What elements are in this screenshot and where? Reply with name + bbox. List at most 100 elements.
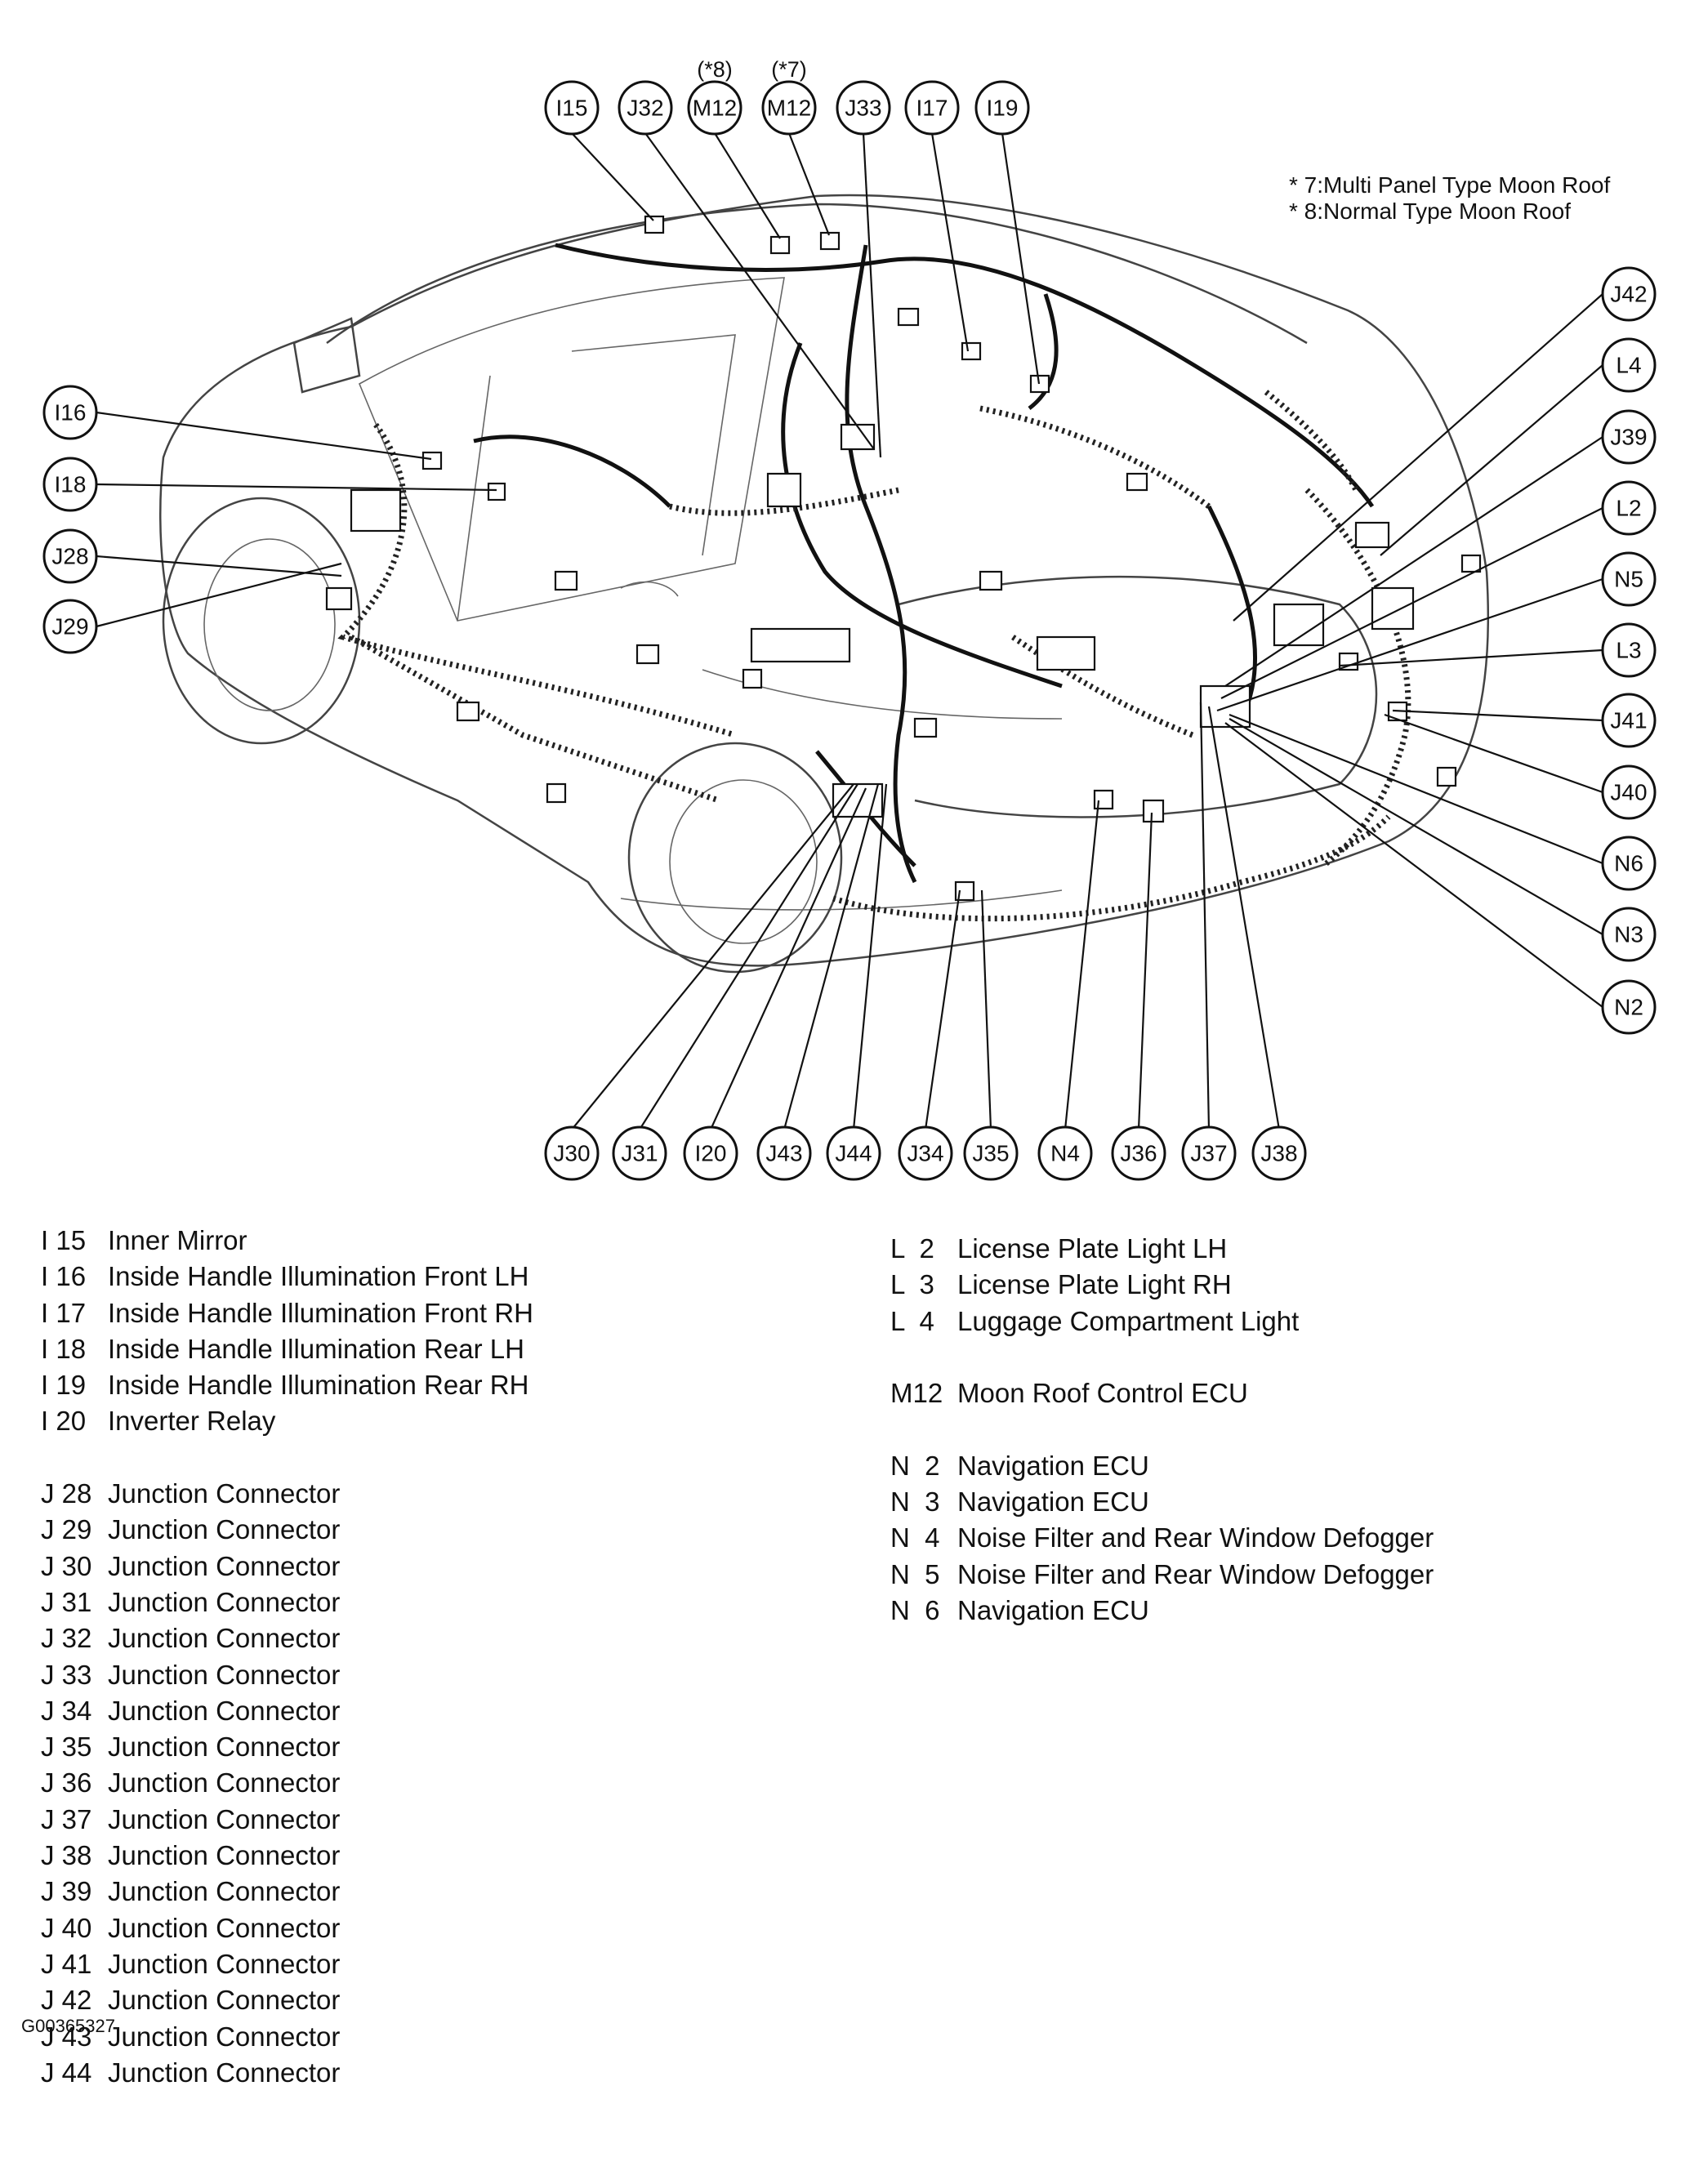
legend-item: I 15 Inner Mirror [41, 1223, 533, 1259]
callout-j32: J32 [618, 80, 673, 136]
connector [819, 231, 841, 251]
legend-name: Junction Connector [108, 1840, 341, 1871]
connector [1354, 521, 1390, 549]
legend-code: J 41 [41, 1948, 92, 1979]
callout-text: J42 [1610, 282, 1647, 307]
legend-code: J 34 [41, 1695, 92, 1726]
connector [554, 570, 578, 591]
connector [961, 341, 982, 361]
legend-name: Junction Connector [108, 1985, 341, 2016]
legend-name: Noise Filter and Rear Window Defogger [957, 1522, 1434, 1553]
legend-code: I 17 [41, 1297, 87, 1328]
legend-code: J 43 [41, 2021, 92, 2052]
connector [766, 472, 802, 508]
callout-text: M12 [693, 96, 737, 121]
callout-j29: J29 [42, 599, 98, 654]
legend-code: N 3 [890, 1486, 940, 1518]
callout-j37: J37 [1181, 1125, 1237, 1181]
callout-j43: J43 [756, 1125, 812, 1181]
callout-j40: J40 [1601, 764, 1657, 820]
callout-j36: J36 [1111, 1125, 1166, 1181]
callout-circle [42, 599, 98, 654]
callout-circle [1601, 979, 1657, 1035]
callout-i19: I19 [974, 80, 1030, 136]
legend-gap [890, 1339, 1434, 1375]
legend-code: L 4 [890, 1305, 934, 1336]
legend-code: L 2 [890, 1233, 934, 1264]
legend-item: I 17 Inside Handle Illumination Front RH [41, 1295, 533, 1331]
callout-circle [1601, 836, 1657, 891]
legend-code: J 33 [41, 1659, 92, 1690]
callout-circle [544, 1125, 600, 1181]
connector [635, 644, 660, 665]
callout-j42: J42 [1601, 266, 1657, 322]
callout-text: J40 [1610, 780, 1647, 805]
connector [954, 880, 975, 902]
callout-j31: J31 [612, 1125, 667, 1181]
callout-j39: J39 [1601, 409, 1657, 465]
callout-circle [963, 1125, 1019, 1181]
legend-name: Junction Connector [108, 2021, 341, 2052]
connector [897, 307, 920, 327]
callout-text: J32 [627, 96, 663, 121]
callout-circle [1601, 693, 1657, 748]
callout-j34: J34 [898, 1125, 953, 1181]
legend-name: Junction Connector [108, 2057, 341, 2088]
callout-circle [836, 80, 891, 136]
callout-circle [904, 80, 960, 136]
callout-text: J29 [51, 614, 88, 640]
callout-text: I19 [987, 96, 1019, 121]
legend-name: Junction Connector [108, 1550, 341, 1581]
callout-circle [683, 1125, 738, 1181]
legend-name: Junction Connector [108, 1659, 341, 1690]
callout-text: N5 [1614, 567, 1643, 592]
callout-n4: N4 [1037, 1125, 1093, 1181]
callout-text: I20 [695, 1141, 727, 1166]
legend-code: J 29 [41, 1514, 92, 1545]
connector [913, 717, 938, 738]
callout-i20: I20 [683, 1125, 738, 1181]
connector [1126, 472, 1148, 492]
legend-code: I 20 [41, 1406, 87, 1437]
callout-circle [1251, 1125, 1307, 1181]
legend-code: N 5 [890, 1558, 940, 1589]
callout-j41: J41 [1601, 693, 1657, 748]
connector [742, 668, 763, 689]
legend-name: Inside Handle Illumination Rear RH [108, 1370, 529, 1401]
legend-name: Junction Connector [108, 1948, 341, 1979]
legend-name: Junction Connector [108, 1876, 341, 1907]
legend-name: Junction Connector [108, 1732, 341, 1763]
connector [979, 570, 1003, 591]
legend-name: Junction Connector [108, 1803, 341, 1834]
legend-name: Junction Connector [108, 1767, 341, 1798]
callout-text: I17 [916, 96, 948, 121]
legend-item: J 43 Junction Connector [41, 2019, 533, 2055]
connector [1371, 586, 1415, 631]
connector [1460, 554, 1482, 573]
connector [421, 451, 443, 470]
callout-text: N3 [1614, 922, 1643, 947]
callout-circle [618, 80, 673, 136]
callout-circle [1601, 266, 1657, 322]
note-line-2: * 8:Normal Type Moon Roof [1289, 198, 1571, 224]
callout-text: J35 [972, 1141, 1009, 1166]
legend-code: I 16 [41, 1261, 87, 1292]
legend-name: Inner Mirror [108, 1225, 247, 1255]
callout-l4: L4 [1601, 337, 1657, 393]
callout-n6: N6 [1601, 836, 1657, 891]
legend-name: Inside Handle Illumination Front RH [108, 1297, 533, 1328]
legend-code: I 15 [41, 1225, 87, 1255]
legend-name: Navigation ECU [957, 1450, 1149, 1481]
